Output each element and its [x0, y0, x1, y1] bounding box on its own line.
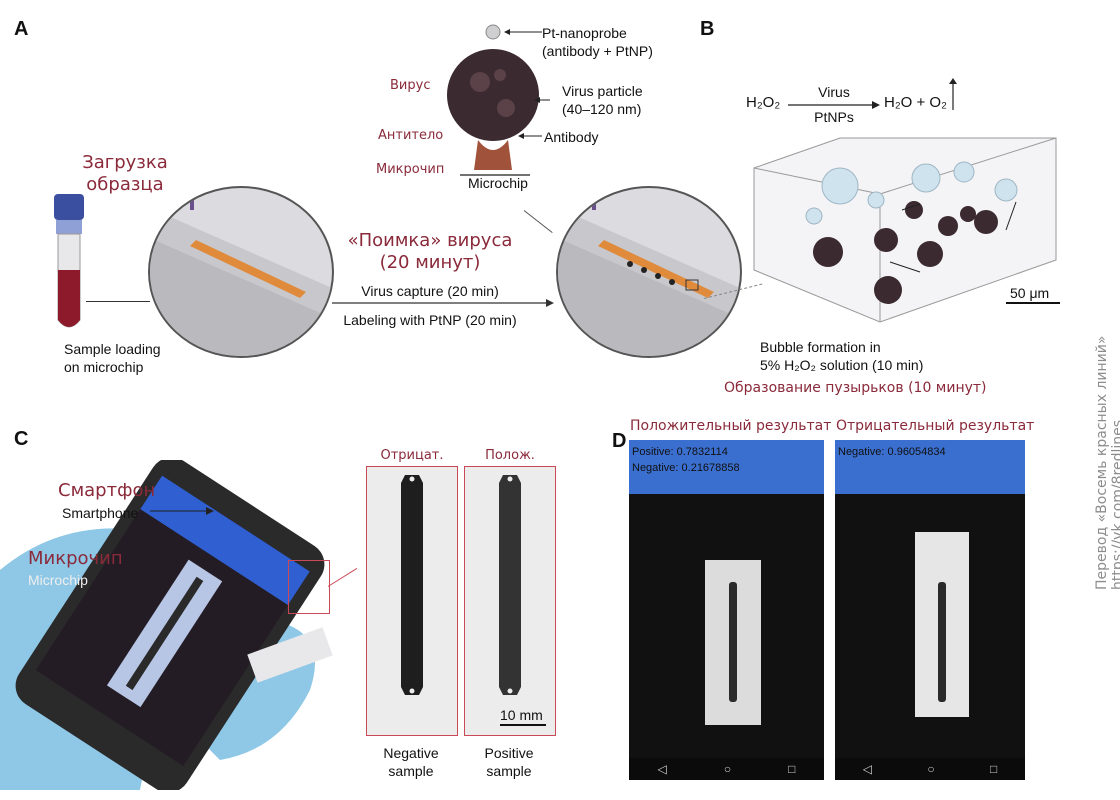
panel-label-b: B	[700, 18, 715, 40]
en-positive-sample: Positive sample	[464, 744, 554, 780]
ru-bubble-formation: Образование пузырьков (10 минут)	[724, 380, 987, 396]
en-pt-nanoprobe-line2: (antibody + PtNP)	[542, 43, 653, 59]
negative-chip-channel	[938, 582, 946, 702]
positive-score-line: Positive: 0.7832114	[632, 446, 728, 458]
panel-label-d: D	[612, 430, 627, 452]
ru-negative-result: Отрицательный результат	[836, 418, 1035, 434]
ru-negative-label: Отрицат.	[380, 448, 444, 463]
en-sample-loading-line1: Sample loading	[64, 341, 161, 357]
en-negative-line2: sample	[388, 763, 434, 779]
smartphone-in-hand-photo	[0, 460, 333, 790]
reaction-reactant: H₂O₂	[746, 94, 781, 111]
gas-release-arrow	[949, 78, 957, 110]
negative-result-screen: Negative: 0.96054834 ◁ ○ □	[835, 440, 1025, 780]
en-microchip: Microchip	[468, 175, 528, 191]
en-bubble-formation: Bubble formation in 5% H₂O₂ solution (10…	[760, 338, 923, 374]
scale-bar-10mm	[500, 724, 546, 726]
annotation-arrows	[504, 29, 550, 139]
en-labeling-label: Labeling with PtNP (20 min)	[343, 312, 517, 328]
en-negative-line1: Negative	[383, 745, 439, 761]
negative-chip-photo	[915, 532, 969, 717]
positive-nav-bar: ◁ ○ □	[629, 758, 824, 780]
recent-apps-icon[interactable]: □	[788, 762, 796, 776]
reaction-arrow	[788, 101, 880, 109]
en-virus-particle-line1: Virus particle	[562, 83, 643, 99]
microchip-capture-drawing	[558, 188, 740, 356]
panel-label-a: A	[14, 18, 29, 40]
ru-positive-label: Полож.	[485, 448, 535, 463]
negative-nav-bar: ◁ ○ □	[835, 758, 1025, 780]
en-bubble-line2: 5% H₂O₂ solution (10 min)	[760, 357, 924, 373]
ru-microchip-c: Микрочип	[28, 548, 123, 569]
positive-result-bar: Positive: 0.7832114 Negative: 0.21678858	[629, 440, 824, 494]
negative-strip-drawing	[401, 475, 423, 695]
reaction-below-arrow: PtNPs	[814, 109, 854, 125]
microchip-loading-drawing	[150, 188, 332, 356]
negative-score-line: Negative: 0.21678858	[632, 462, 740, 474]
home-icon[interactable]: ○	[927, 762, 935, 776]
ru-virus: Вирус	[390, 78, 431, 93]
tube-connector-line	[86, 301, 150, 302]
recent-apps-icon[interactable]: □	[990, 762, 998, 776]
en-bubble-line1: Bubble formation in	[760, 339, 881, 355]
positive-sample-frame	[464, 466, 556, 736]
virus-particle-illustration	[447, 24, 539, 176]
ru-microchip: Микрочип	[376, 162, 445, 177]
en-smartphone: Smartphone	[62, 505, 139, 521]
panel-label-c: C	[14, 428, 29, 450]
positive-strip-drawing	[499, 475, 521, 695]
blood-tube-illustration	[54, 194, 84, 328]
en-capture-label: Virus capture (20 min)	[361, 283, 499, 299]
reaction-product: H₂O + O₂	[884, 94, 947, 111]
en-virus-particle: Virus particle (40–120 nm)	[562, 82, 643, 118]
process-arrow	[332, 299, 554, 307]
reaction-above-arrow: Virus	[818, 84, 850, 100]
en-positive-line2: sample	[486, 763, 532, 779]
ru-positive-result: Положительный результат	[630, 418, 832, 434]
ru-capture-line2: (20 минут)	[379, 252, 481, 273]
en-positive-line1: Positive	[484, 745, 534, 761]
en-virus-particle-line2: (40–120 nm)	[562, 101, 642, 117]
negative-only-score-line: Negative: 0.96054834	[838, 446, 946, 458]
en-pt-nanoprobe-line1: Pt-nanoprobe	[542, 25, 627, 41]
scale-bar-50um-label: 50 μm	[1010, 285, 1050, 301]
ru-sample-loading: Загрузка образца	[70, 152, 180, 196]
en-pt-nanoprobe: Pt-nanoprobe (antibody + PtNP)	[542, 24, 653, 60]
en-sample-loading: Sample loading on microchip	[64, 340, 161, 376]
en-negative-sample: Negative sample	[366, 744, 456, 780]
scale-bar-10mm-label: 10 mm	[500, 707, 543, 723]
ru-capture-line1: «Поимка» вируса	[347, 230, 513, 251]
negative-result-bar: Negative: 0.96054834	[835, 440, 1025, 494]
ru-capture: «Поимка» вируса (20 минут)	[330, 230, 530, 274]
positive-result-screen: Positive: 0.7832114 Negative: 0.21678858…	[629, 440, 824, 780]
microchip-capture-circle	[556, 186, 742, 358]
positive-chip-photo	[705, 560, 761, 725]
en-antibody: Antibody	[544, 129, 599, 145]
back-icon[interactable]: ◁	[657, 762, 667, 776]
negative-sample-frame	[366, 466, 458, 736]
photo-detail-frame	[288, 560, 330, 614]
ru-smartphone: Смартфон	[58, 480, 156, 501]
en-sample-loading-line2: on microchip	[64, 359, 144, 375]
back-icon[interactable]: ◁	[862, 762, 872, 776]
ru-sample-loading-text: Загрузка образца	[82, 152, 168, 195]
en-microchip-c: Microchip	[28, 572, 88, 588]
smartphone-arrow	[150, 507, 214, 515]
ru-antibody: Антитело	[378, 128, 444, 143]
microchip-loading-circle	[148, 186, 334, 358]
scale-bar-50um	[1006, 302, 1060, 304]
translation-credit: Перевод «Восемь красных линий» https://v…	[1094, 335, 1120, 590]
home-icon[interactable]: ○	[723, 762, 732, 776]
bubble-box-illustration	[753, 137, 1057, 323]
positive-chip-channel	[729, 582, 737, 702]
